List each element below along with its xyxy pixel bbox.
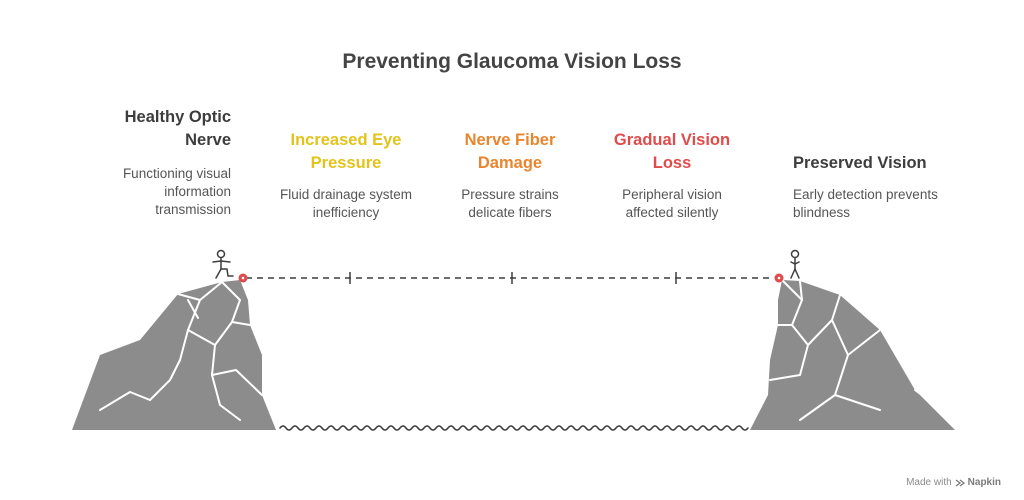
water-waves bbox=[279, 425, 749, 431]
stage-3-description: Pressure strains delicate fibers bbox=[461, 187, 559, 220]
watermark-prefix: Made with bbox=[906, 477, 952, 488]
right-person-icon bbox=[790, 249, 800, 279]
watermark: Made with Napkin bbox=[906, 477, 1001, 488]
stage-5-heading: Preserved Vision bbox=[793, 154, 927, 172]
stage-4-description: Peripheral vision affected silently bbox=[622, 187, 722, 220]
stage-1-description: Functioning visual information transmiss… bbox=[122, 166, 231, 217]
stage-4-heading: Gradual Vision Loss bbox=[613, 131, 731, 172]
right-cliff bbox=[750, 279, 955, 430]
left-cliff bbox=[72, 280, 276, 430]
stage-2-description: Fluid drainage system inefficiency bbox=[279, 187, 413, 220]
watermark-brand: Napkin bbox=[967, 477, 1001, 488]
diagram-title: Preventing Glaucoma Vision Loss bbox=[342, 50, 682, 73]
left-person-icon bbox=[212, 249, 234, 279]
stage-3-heading: Nerve Fiber Damage bbox=[464, 131, 556, 172]
stage-2-heading: Increased Eye Pressure bbox=[290, 131, 402, 172]
start-point-center bbox=[241, 276, 245, 280]
end-point-center bbox=[777, 276, 781, 280]
stage-5-description: Early detection prevents blindness bbox=[793, 187, 938, 220]
stage-1-heading: Healthy Optic Nerve bbox=[124, 108, 231, 149]
napkin-logo-icon bbox=[955, 478, 965, 487]
